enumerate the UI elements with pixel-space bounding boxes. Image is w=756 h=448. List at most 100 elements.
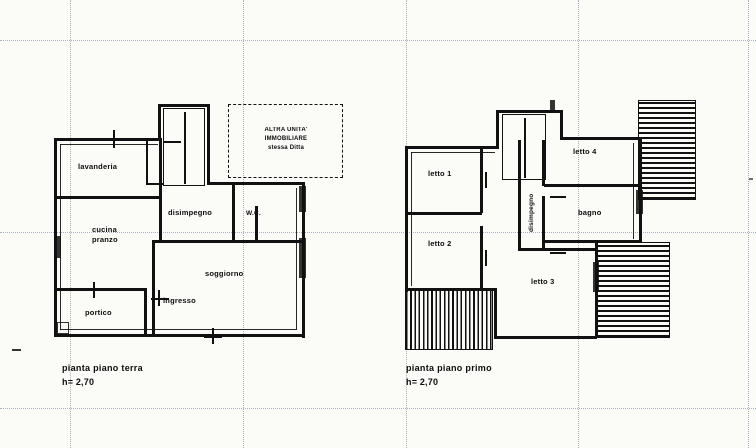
wall-stair-left	[158, 104, 161, 141]
wall-partition-wc-left	[232, 184, 235, 242]
wall-exterior-bottom-step	[494, 288, 497, 338]
wall-exterior-top-stair	[496, 110, 563, 113]
first-floor-caption: pianta piano primo	[406, 363, 492, 373]
wall-partition-letto1-letto2	[408, 212, 482, 215]
door-swing-mark	[550, 196, 566, 198]
grid-line-vertical	[578, 0, 579, 448]
wall-exterior-left	[405, 146, 408, 292]
wall-exterior-right-step	[595, 240, 642, 243]
wall-pillar	[550, 100, 555, 112]
door-swing-mark	[85, 289, 105, 291]
door-swing-mark	[151, 298, 169, 300]
door-swing-mark	[550, 252, 566, 254]
wall-partition-disimpegno-right	[542, 140, 545, 186]
wall-inner-face-right	[633, 143, 634, 239]
grid-line-vertical	[243, 0, 244, 448]
grid-line-vertical	[70, 0, 71, 448]
wall-pillar	[299, 186, 306, 212]
staircase-first	[502, 114, 546, 180]
wall-partition-letto4-bagno	[544, 184, 640, 187]
wall-inner-face-top	[411, 152, 495, 153]
wall-partition-disimpegno-bottom	[204, 240, 234, 243]
wall-partition-letto1-right	[480, 149, 483, 213]
wall-partition-disimpegno-left	[518, 140, 521, 250]
room-label-cucina: cucina	[92, 225, 117, 234]
wall-inner-face-top	[60, 144, 158, 145]
wall-inner-face-right	[296, 188, 297, 330]
room-label-ingresso: ingresso	[163, 296, 196, 305]
grid-line-horizontal	[0, 408, 756, 409]
wall-partition-bagno-letto3	[544, 240, 596, 243]
wall-stair-left	[496, 110, 499, 149]
stair-landing-edge	[163, 141, 181, 143]
balcony-hatch-bottom-left	[405, 288, 493, 350]
room-label-portico: portico	[85, 308, 112, 317]
wall-exterior-top-left	[405, 146, 498, 149]
first-floor-plan: letto 1 letto 2 letto 3 letto 4 bagno di…	[390, 0, 756, 400]
wall-partition-cucina-right	[159, 196, 162, 242]
door-swing-mark	[158, 290, 160, 306]
room-label-letto-3: letto 3	[531, 277, 555, 286]
room-label-lavanderia: lavanderia	[78, 162, 118, 171]
wall-inner-face-bottom	[60, 329, 297, 330]
altra-unita-line1: ALTRA UNITA'	[264, 127, 308, 133]
wall-exterior-top-right	[207, 182, 305, 185]
door-swing-mark	[485, 250, 487, 266]
wall-exterior-bottom	[494, 336, 597, 339]
wall-partition-lavanderia-cucina	[57, 196, 162, 199]
wall-stair-right	[560, 110, 563, 140]
wall-exterior-top-left	[54, 138, 162, 141]
wall-pillar	[54, 236, 61, 258]
wall-partition-wc-bottom	[232, 240, 304, 243]
ground-floor-height-note: h= 2,70	[62, 377, 95, 387]
wall-partition-soggiorno-top	[152, 240, 204, 243]
ground-floor-caption: pianta piano terra	[62, 363, 143, 373]
stair-landing-edge	[146, 183, 164, 185]
door-swing-mark	[104, 138, 124, 140]
room-label-soggiorno: soggiorno	[205, 269, 244, 278]
wall-exterior-top-right	[560, 137, 642, 140]
grid-line-vertical	[70, 0, 71, 448]
first-floor-height-note: h= 2,70	[406, 377, 439, 387]
wall-exterior-bottom	[54, 334, 305, 337]
wall-partition-disimpegno-right-lower	[542, 196, 545, 250]
room-label-bagno: bagno	[578, 208, 602, 217]
room-label-letto-4: letto 4	[573, 147, 597, 156]
scan-artifact	[749, 178, 753, 180]
scan-artifact	[12, 349, 21, 351]
staircase-ground	[163, 108, 205, 186]
grid-line-vertical	[748, 0, 749, 448]
altra-unita-annotation: ALTRA UNITA' IMMOBILIARE stessa Ditta	[236, 126, 336, 153]
wall-pillar	[636, 190, 643, 214]
stair-direction-arrow	[184, 112, 186, 184]
wall-exterior-bottom-left	[405, 288, 497, 291]
wall-pillar	[593, 262, 599, 292]
wall-partition-wc-inner	[255, 206, 258, 242]
floor-drain-symbol	[57, 322, 69, 334]
wall-pillar	[299, 238, 306, 278]
stair-direction-arrow	[524, 118, 526, 178]
wall-stair-right	[207, 104, 210, 184]
door-swing-mark	[204, 336, 222, 338]
wall-partition-portico-right	[144, 288, 147, 336]
grid-line-horizontal	[0, 40, 756, 41]
room-label-letto-1: letto 1	[428, 169, 452, 178]
wall-partition-letto2-right	[480, 226, 483, 288]
wall-partition-corridor-bottom	[518, 248, 598, 251]
door-swing-mark	[485, 172, 487, 188]
room-label-letto-2: letto 2	[428, 239, 452, 248]
room-label-disimpegno: disimpegno	[168, 208, 213, 217]
altra-unita-line2: IMMOBILIARE	[264, 136, 308, 142]
wall-exterior-right	[639, 137, 642, 242]
room-label-disimpegno: disimpegno	[528, 193, 535, 232]
balcony-hatch-top-right	[638, 100, 696, 200]
wall-partition-lavanderia-right	[159, 141, 162, 197]
stair-railing	[146, 141, 148, 185]
altra-unita-dashed-area	[228, 104, 343, 178]
grid-line-horizontal	[0, 232, 756, 233]
room-label-pranzo: pranzo	[92, 235, 118, 244]
altra-unita-line3: stessa Ditta	[267, 145, 305, 151]
balcony-hatch-bottom-right	[595, 242, 670, 338]
wall-exterior-top-stair	[158, 104, 210, 107]
